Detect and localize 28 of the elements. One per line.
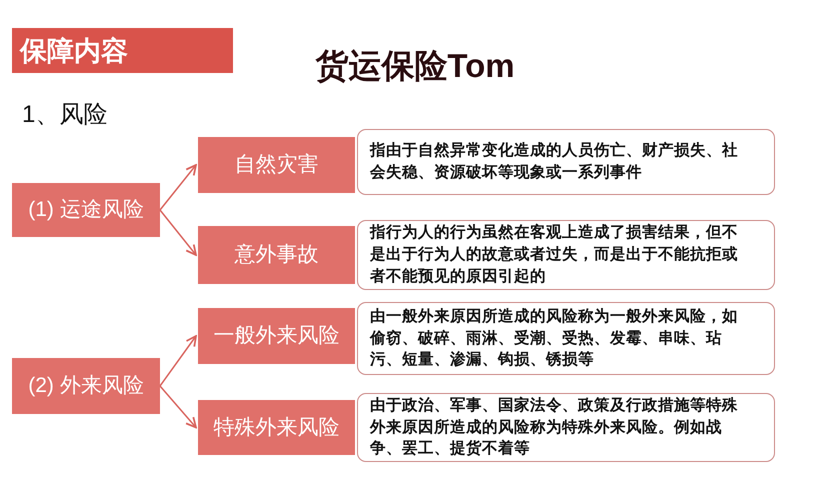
box-label: 自然灾害 xyxy=(234,152,318,178)
arrow xyxy=(159,210,197,256)
arrow xyxy=(159,164,197,210)
section-heading: 1、风险 xyxy=(22,100,108,130)
title: 货运保险Tom xyxy=(314,46,516,86)
description-text: 指行为人的行为虽然在客观上造成了损害结果，但不是出于行为人的故意或者过失，而是出于不能抗拒或者不能预见的原因引起的 xyxy=(370,222,739,287)
box-label: 一般外来风险 xyxy=(214,323,340,349)
header-band xyxy=(12,28,233,73)
risk-type-box xyxy=(198,226,355,284)
box-label: 特殊外来风险 xyxy=(214,414,340,440)
description-box xyxy=(357,220,775,290)
description-box xyxy=(357,302,775,375)
risk-type-box xyxy=(198,308,355,364)
category-box xyxy=(12,183,160,237)
arrow xyxy=(159,386,197,428)
box-label: 意外事故 xyxy=(234,242,318,268)
description-text: 由一般外来原因所造成的风险称为一般外来风险，如偷窃、破碎、雨淋、受潮、受热、发霉、串味、玷污、短量、渗漏、钩损、锈损等 xyxy=(370,306,739,370)
description-text: 由于政治、军事、国家法令、政策及行政措施等特殊外来原因所造成的风险称为特殊外来风险。例如战争、罢工、提货不着等 xyxy=(370,396,739,460)
box-label: 保障内容 xyxy=(20,34,128,68)
category-box xyxy=(12,358,160,414)
box-label: (2) 外来风险 xyxy=(28,373,144,399)
description-text: 指由于自然异常变化造成的人员伤亡、财产损失、社会失稳、资源破坏等现象或一系列事件 xyxy=(370,140,739,183)
description-box xyxy=(357,393,775,462)
description-box xyxy=(357,129,775,195)
risk-type-box xyxy=(198,137,355,193)
arrow xyxy=(159,335,197,386)
risk-type-box xyxy=(198,400,355,455)
box-label: (1) 运途风险 xyxy=(28,197,144,223)
